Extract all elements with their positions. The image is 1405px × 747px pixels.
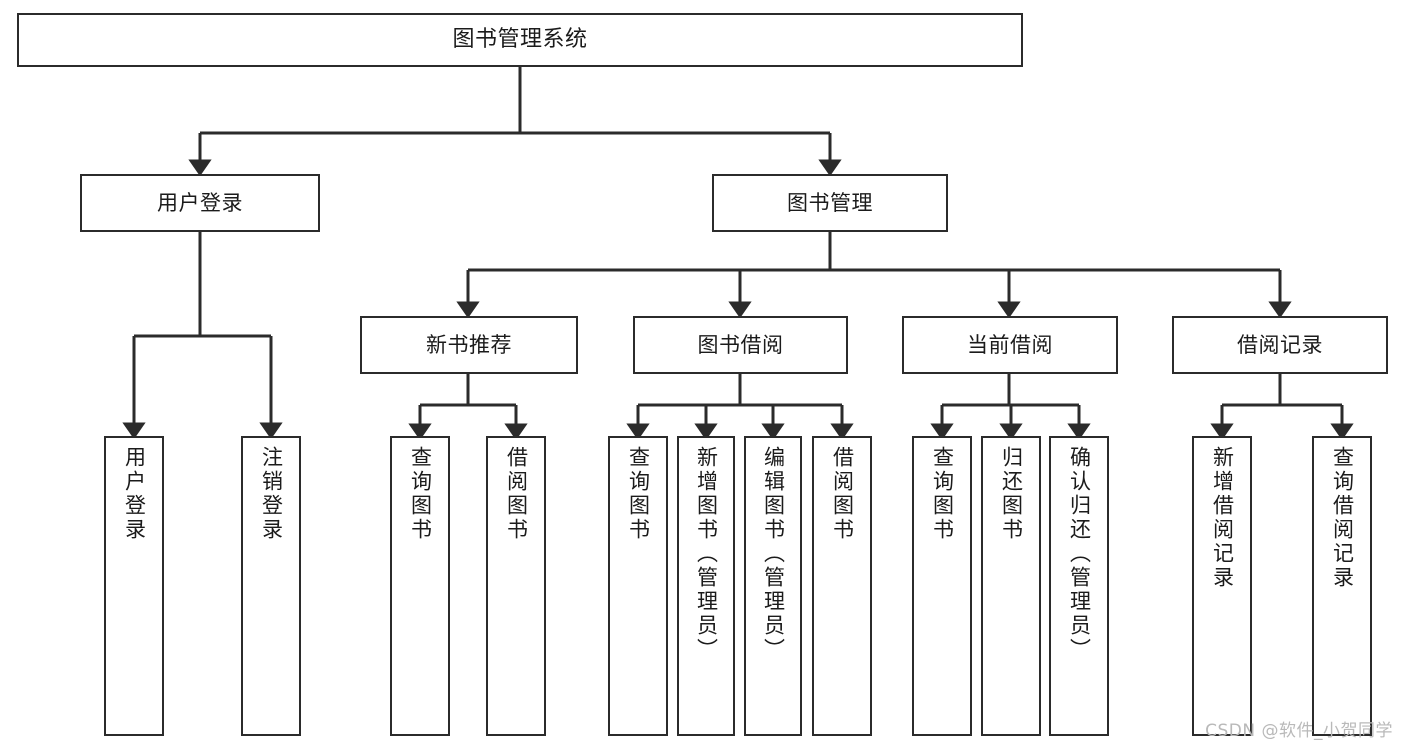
node-leaf-query-book-recommend[interactable]: 查询图书 <box>390 436 450 736</box>
node-leaf-borrow-book[interactable]: 借阅图书 <box>812 436 872 736</box>
node-label: 当前借阅 <box>967 332 1053 357</box>
node-label: 查询图书 <box>930 446 955 542</box>
node-leaf-edit-book-admin[interactable]: 编辑图书（管理员） <box>744 436 802 736</box>
node-leaf-borrow-book-recommend[interactable]: 借阅图书 <box>486 436 546 736</box>
node-label: 图书管理 <box>787 190 873 215</box>
node-label: 借阅图书 <box>504 446 529 542</box>
node-leaf-user-login[interactable]: 用户登录 <box>104 436 164 736</box>
node-label: 借阅记录 <box>1237 332 1323 357</box>
node-leaf-query-book-borrow[interactable]: 查询图书 <box>608 436 668 736</box>
node-leaf-add-borrow-record[interactable]: 新增借阅记录 <box>1192 436 1252 736</box>
node-user-login[interactable]: 用户登录 <box>80 174 320 232</box>
node-label: 确认归还（管理员） <box>1067 446 1092 662</box>
node-book-borrow[interactable]: 图书借阅 <box>633 316 848 374</box>
node-borrow-records[interactable]: 借阅记录 <box>1172 316 1388 374</box>
node-book-management[interactable]: 图书管理 <box>712 174 948 232</box>
node-label: 编辑图书（管理员） <box>761 446 786 662</box>
node-leaf-return-book[interactable]: 归还图书 <box>981 436 1041 736</box>
node-label: 图书管理系统 <box>452 27 588 53</box>
node-label: 注销登录 <box>259 446 284 542</box>
node-label: 借阅图书 <box>830 446 855 542</box>
node-label: 查询图书 <box>408 446 433 542</box>
node-label: 图书借阅 <box>697 332 784 357</box>
node-label: 用户登录 <box>122 446 147 542</box>
node-leaf-query-borrow-record[interactable]: 查询借阅记录 <box>1312 436 1372 736</box>
node-new-book-recommend[interactable]: 新书推荐 <box>360 316 578 374</box>
node-leaf-query-book-current[interactable]: 查询图书 <box>912 436 972 736</box>
node-label: 新增借阅记录 <box>1210 446 1235 590</box>
node-label: 新书推荐 <box>426 332 512 357</box>
node-label: 新增图书（管理员） <box>694 446 719 662</box>
node-label: 查询图书 <box>626 446 651 542</box>
node-root-book-management-system[interactable]: 图书管理系统 <box>17 13 1023 67</box>
node-label: 归还图书 <box>999 446 1024 542</box>
node-leaf-add-book-admin[interactable]: 新增图书（管理员） <box>677 436 735 736</box>
node-leaf-confirm-return-admin[interactable]: 确认归还（管理员） <box>1049 436 1109 736</box>
watermark: CSDN @软件_小贺同学 <box>1205 721 1393 741</box>
node-current-borrow[interactable]: 当前借阅 <box>902 316 1118 374</box>
node-leaf-logout[interactable]: 注销登录 <box>241 436 301 736</box>
node-label: 用户登录 <box>157 190 243 215</box>
node-label: 查询借阅记录 <box>1330 446 1355 590</box>
